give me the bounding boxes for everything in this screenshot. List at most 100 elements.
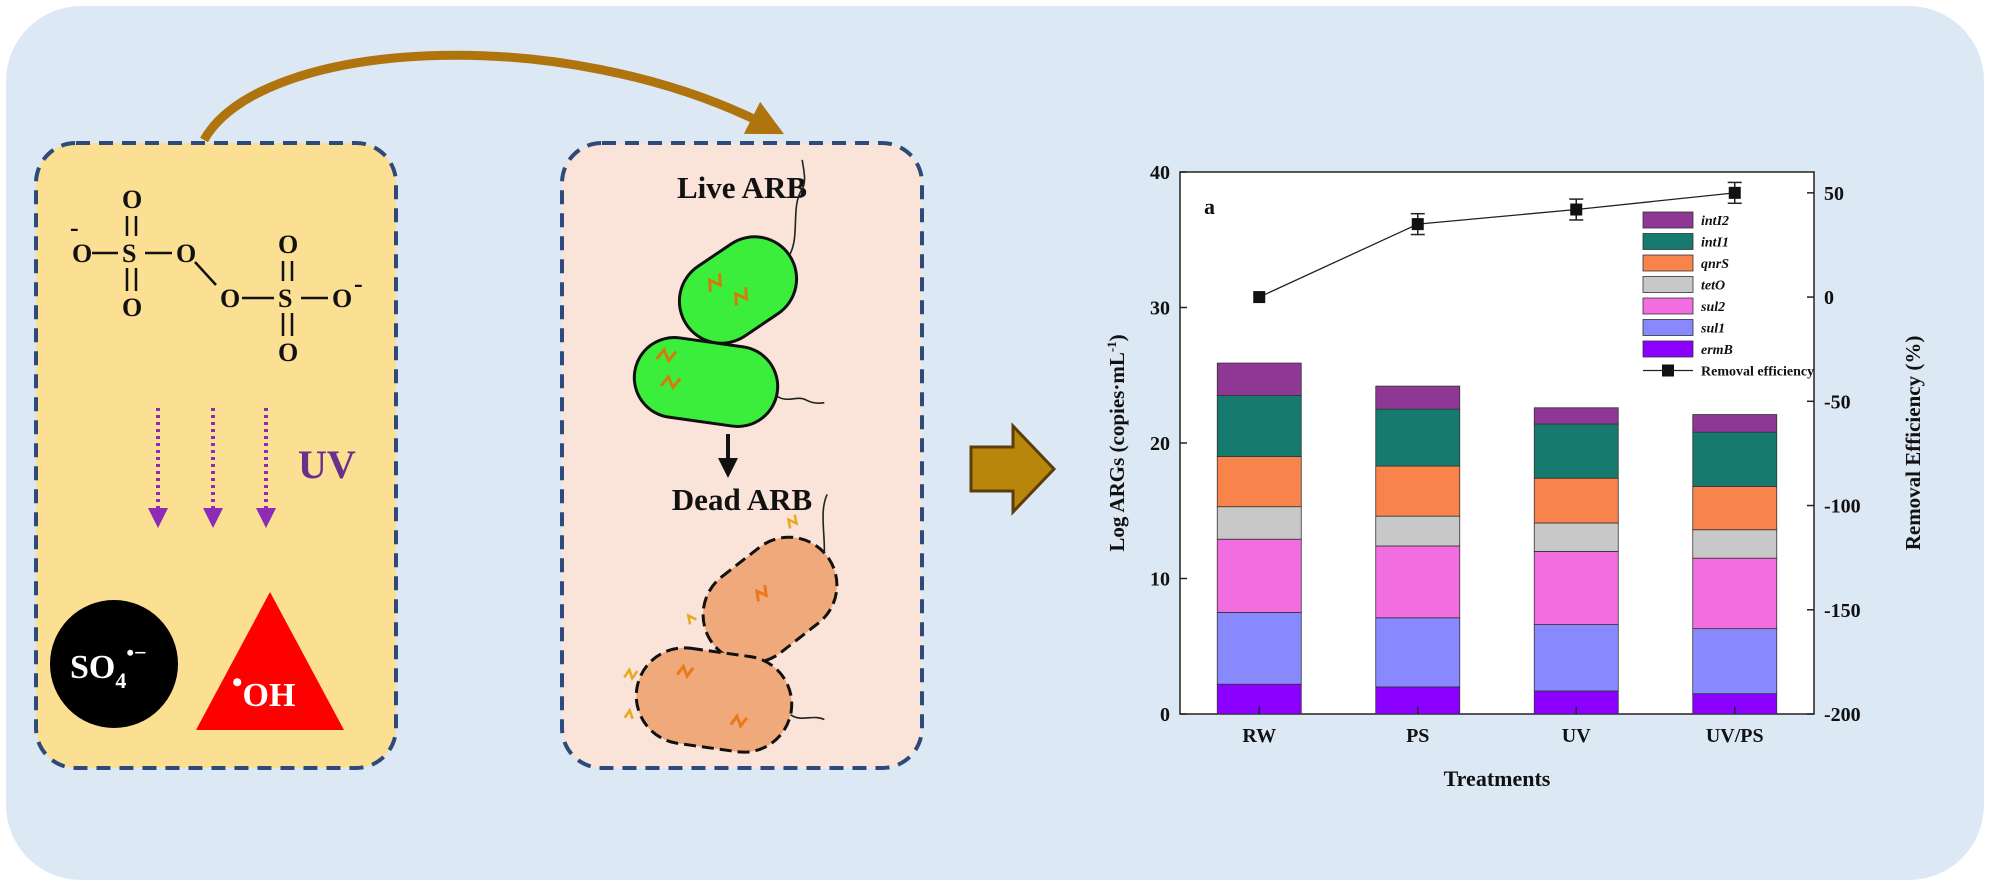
- removal-point-2: [1570, 203, 1583, 216]
- bar-qnrS-2: [1533, 477, 1619, 524]
- atom-o-top-right: O: [278, 230, 298, 259]
- legend-swatch-intI1: [1642, 233, 1694, 250]
- bar-sul1-2: [1533, 624, 1619, 692]
- removal-line-path: [1258, 192, 1735, 298]
- persulfate-bonds: [92, 216, 328, 336]
- bar-intI2-2: [1533, 407, 1619, 425]
- y2-axis-title: Removal Efficiency (%): [1901, 336, 1925, 551]
- persulfate-panel: O - S O O O O S O O O -: [34, 141, 398, 770]
- y-axis-ticks: 0 10 20 30 40: [1150, 162, 1187, 726]
- atom-o-bridge-1: O: [176, 239, 196, 268]
- y-tick-label-2: 20: [1150, 433, 1170, 455]
- legend-swatch-ermB: [1642, 340, 1694, 358]
- y2-tick-label-4: -150: [1824, 600, 1861, 622]
- bar-sul1-1: [1375, 617, 1461, 688]
- legend-label-qnrS: qnrS: [1701, 257, 1729, 272]
- y-axis-title: Log ARGs (copies·mL-1): [1104, 334, 1129, 551]
- dead-bacterium-2: [623, 646, 825, 754]
- bacteria-panel-box: [560, 141, 924, 770]
- y-tick-label-4: 40: [1150, 162, 1170, 184]
- y2-tick-label-0: 50: [1824, 183, 1844, 205]
- y-tick-label-0: 0: [1160, 704, 1170, 726]
- result-arrow: [969, 422, 1057, 516]
- bar-intI2-3: [1692, 414, 1778, 433]
- uv-arrows: [148, 408, 276, 528]
- live-arb-label: Live ARB: [677, 170, 807, 205]
- y2-axis-ticks: 50 0 -50 -100 -150 -200: [1807, 183, 1861, 726]
- hydroxyl-radical-triangle: [196, 592, 344, 730]
- sulfate-radical-label: SO4•−: [70, 640, 147, 693]
- atom-o-bottom-right: O: [278, 338, 298, 367]
- legend-label-intI1: intI1: [1701, 236, 1729, 251]
- legend-swatch-tetO: [1642, 276, 1694, 293]
- bar-sul2-1: [1375, 545, 1461, 619]
- live-bacterium-1: [677, 159, 806, 345]
- x-tick-label-2: UV: [1562, 725, 1591, 747]
- removal-point-0: [1253, 291, 1266, 304]
- bar-sul2-3: [1692, 557, 1778, 630]
- charge-left: -: [70, 213, 79, 242]
- legend-swatch-sul1: [1642, 319, 1694, 336]
- charge-right: -: [354, 269, 363, 298]
- legend-label-tetO: tetO: [1701, 279, 1725, 294]
- y2-tick-label-2: -50: [1824, 391, 1851, 413]
- persulfate-structure: O - S O O O O S O O O -: [70, 185, 363, 367]
- legend-marker-removal: [1662, 364, 1674, 377]
- bar-sul1-3: [1692, 628, 1778, 695]
- sulfate-radical-circle: [50, 600, 178, 728]
- y2-tick-label-1: 0: [1824, 287, 1834, 309]
- x-tick-label-1: PS: [1406, 725, 1429, 747]
- bar-qnrS-0: [1216, 456, 1302, 508]
- stacked-bars: [1216, 362, 1778, 715]
- atom-o-bottom-left: O: [122, 293, 142, 322]
- bar-intI1-1: [1375, 408, 1461, 467]
- bar-qnrS-1: [1375, 465, 1461, 517]
- legend-label-sul1: sul1: [1700, 322, 1725, 337]
- legend-label-removal: Removal efficiency: [1701, 365, 1814, 380]
- atom-o-minus-left: O: [72, 239, 92, 268]
- legend-label-ermB: ermB: [1701, 343, 1733, 358]
- bar-tetO-3: [1692, 529, 1778, 559]
- bar-sul2-0: [1216, 538, 1302, 613]
- bacteria-panel: Live ARB Dead ARB: [560, 141, 924, 770]
- removal-point-1: [1411, 218, 1424, 231]
- live-bacterium-2: [632, 336, 825, 428]
- y-tick-label-3: 30: [1150, 298, 1170, 320]
- legend-swatch-qnrS: [1642, 254, 1694, 272]
- y-tick-label-1: 10: [1150, 569, 1170, 591]
- bar-tetO-2: [1533, 522, 1619, 552]
- bar-sul1-0: [1216, 611, 1302, 685]
- legend-swatch-sul2: [1642, 297, 1694, 315]
- panel-label: a: [1204, 194, 1215, 219]
- bar-qnrS-3: [1692, 485, 1778, 531]
- bar-intI1-3: [1692, 431, 1778, 487]
- x-axis-ticks: RW PS UV UV/PS: [1242, 707, 1764, 747]
- process-curved-arrow: [200, 50, 785, 143]
- bar-sul2-2: [1533, 551, 1619, 625]
- dead-bacterium-1: [686, 494, 839, 665]
- removal-efficiency-line: [1253, 181, 1742, 304]
- bar-intI1-2: [1533, 423, 1619, 479]
- legend-label-sul2: sul2: [1700, 300, 1725, 315]
- uv-label: UV: [298, 442, 356, 487]
- bar-intI2-0: [1216, 362, 1302, 396]
- x-axis-title: Treatments: [1444, 766, 1551, 791]
- bar-tetO-0: [1216, 506, 1302, 540]
- bar-intI1-0: [1216, 395, 1302, 457]
- atom-s-right: S: [278, 284, 292, 313]
- hydroxyl-radical-label: •OH: [232, 666, 295, 714]
- bar-intI2-1: [1375, 385, 1461, 410]
- args-removal-chart: 0 10 20 30 40 50 0 -50 -100 -150 -200 RW PS UV UV/PS…: [1104, 162, 1925, 791]
- atom-o-minus-right: O: [332, 284, 352, 313]
- removal-point-3: [1728, 186, 1741, 199]
- x-tick-label-3: UV/PS: [1706, 725, 1764, 747]
- atom-s-left: S: [122, 239, 136, 268]
- y2-tick-label-3: -100: [1824, 496, 1861, 518]
- atom-o-top-left: O: [122, 185, 142, 214]
- dead-arb-label: Dead ARB: [672, 482, 812, 517]
- y2-tick-label-5: -200: [1824, 704, 1861, 726]
- legend-swatch-intI2: [1642, 211, 1694, 229]
- x-tick-label-0: RW: [1242, 725, 1276, 747]
